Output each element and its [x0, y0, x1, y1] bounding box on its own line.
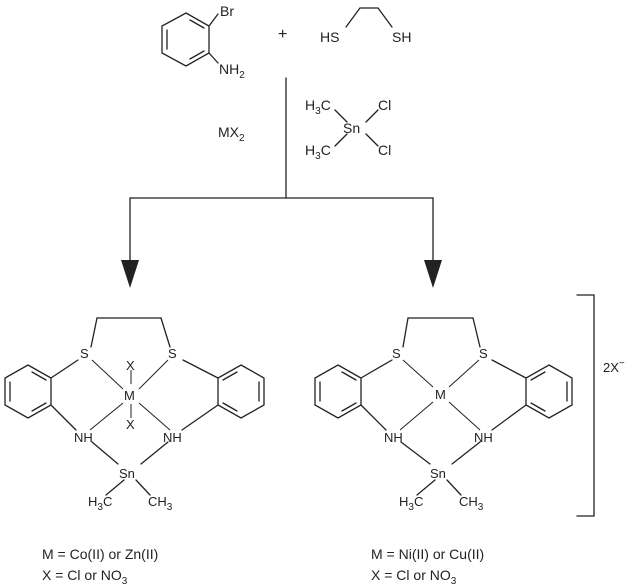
- tin-label: Sn: [430, 466, 446, 481]
- amine-label: NH: [474, 430, 493, 445]
- chloride-label-top: Cl: [378, 97, 391, 113]
- amine-label: NH: [384, 430, 403, 445]
- methyl-label: CH3: [459, 494, 484, 513]
- metal-label: M: [435, 387, 446, 402]
- methyl-label: H3C: [88, 494, 112, 513]
- axial-ligand-label: X: [126, 417, 135, 432]
- bromoaniline-structure: Br NH2: [161, 3, 245, 81]
- sulfur-label: S: [168, 346, 177, 361]
- counter-ion-label: 2X−: [603, 358, 625, 375]
- product-left-complex: S S X M X NH NH Sn H3C CH3: [4, 317, 265, 513]
- sulfur-label: S: [392, 346, 401, 361]
- methyl-label-top: H3C: [305, 97, 331, 117]
- sulfur-label: S: [479, 346, 488, 361]
- metal-label: M: [124, 388, 135, 403]
- methyl-label: CH3: [148, 494, 173, 513]
- metal-salt-label: MX2: [218, 124, 245, 144]
- chloride-label-bottom: Cl: [378, 142, 391, 158]
- sulfur-label: S: [80, 346, 89, 361]
- tin-label: Sn: [343, 120, 360, 136]
- thiol-left-label: HS: [320, 29, 339, 45]
- amine-label: NH: [163, 430, 182, 445]
- left-caption-anion: X = Cl or NO3: [42, 567, 128, 587]
- dimethyltin-dichloride-structure: H3C H3C Sn Cl Cl: [305, 97, 391, 162]
- amine-label: NH: [74, 430, 93, 445]
- reaction-arrows: [121, 77, 442, 288]
- tin-label: Sn: [119, 466, 135, 481]
- thiol-right-label: SH: [392, 29, 411, 45]
- complex-bracket: [576, 294, 595, 517]
- plus-sign: +: [278, 26, 287, 43]
- left-caption-metal: M = Co(II) or Zn(II): [42, 546, 158, 562]
- amino-label: NH2: [219, 61, 245, 81]
- arrowhead-left: [121, 260, 139, 288]
- methyl-label-bottom: H3C: [305, 142, 331, 162]
- ethanedithiol-structure: HS SH: [320, 7, 411, 45]
- product-right-complex: S S M NH NH Sn H3C CH3 2X−: [314, 294, 625, 517]
- right-caption-anion: X = Cl or NO3: [371, 567, 457, 587]
- axial-ligand-label: X: [126, 358, 135, 373]
- methyl-label: H3C: [399, 494, 423, 513]
- right-caption-metal: M = Ni(II) or Cu(II): [371, 546, 484, 562]
- bromo-label: Br: [220, 3, 234, 19]
- arrowhead-right: [424, 260, 442, 288]
